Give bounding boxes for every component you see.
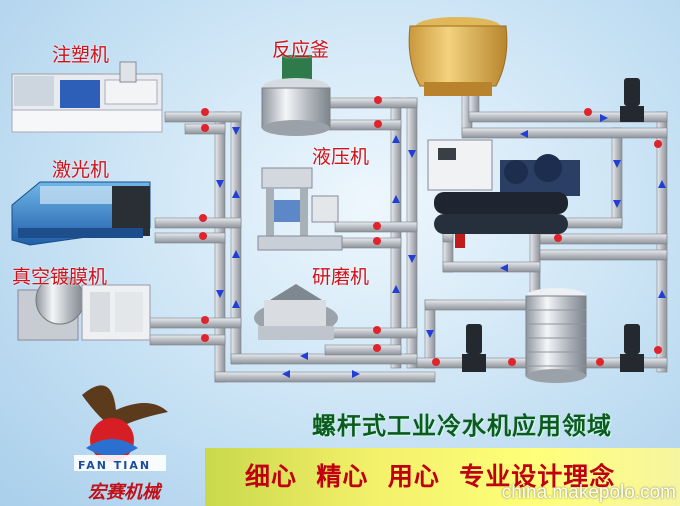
grinding-machine [254,284,338,340]
eagle-logo [74,385,168,471]
reactor-vessel [261,55,331,136]
label-injection-molding: 注塑机 [52,44,110,66]
flow-arrows [216,114,666,378]
storage-tank [525,288,587,383]
label-vacuum-coating: 真空镀膜机 [12,266,108,288]
slogan-banner [205,448,680,506]
label-hydraulic: 液压机 [312,146,370,168]
logo-chinese: 宏赛机械 [88,482,160,503]
label-grinder: 研磨机 [312,266,370,288]
diagram-title: 螺杆式工业冷水机应用领域 [312,412,612,440]
laser-machine [11,181,151,246]
vacuum-coating-machine [17,275,151,341]
watermark: china.makepolo.com [501,482,676,503]
injection-molding-machine [11,61,163,133]
circulation-pumps [462,78,644,372]
label-reactor: 反应釜 [272,39,330,61]
cooling-tower [408,17,508,96]
hydraulic-press [257,167,343,251]
slogan-text: 细心 精心 用心 专业设计理念 [245,462,616,491]
logo-english: FAN TIAN [78,459,152,472]
screw-chiller-unit [427,139,580,248]
label-laser: 激光机 [52,159,110,181]
